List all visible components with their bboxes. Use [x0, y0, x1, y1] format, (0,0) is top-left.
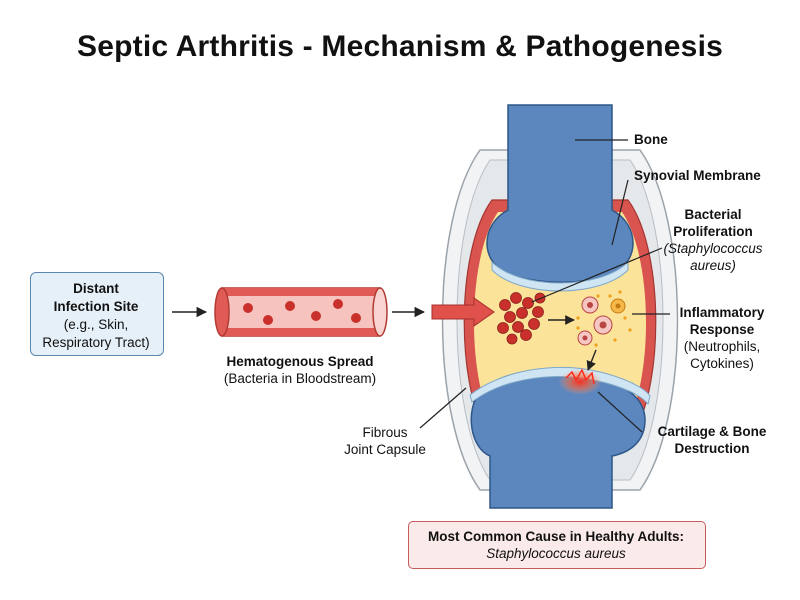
bacteria-entry-arrow	[431, 297, 495, 327]
infection-line-3: (e.g., Skin,	[63, 317, 129, 332]
damage-mark-icon	[565, 368, 595, 385]
leader-bacterial	[531, 247, 663, 303]
infection-line-2: Infection Site	[53, 299, 139, 314]
infection-line-4: Respiratory Tract)	[42, 335, 150, 350]
blood-vessel	[214, 287, 388, 337]
cartilage-line-2: Destruction	[674, 441, 750, 456]
neutrophils	[577, 296, 626, 346]
capsule-line-1: Fibrous	[362, 425, 408, 440]
bacterial-line-4: aureus)	[690, 258, 736, 273]
inflam-line-1: Inflammatory	[679, 305, 765, 320]
leader-cartilage	[597, 391, 643, 433]
inflam-line-3: (Neutrophils,	[683, 339, 761, 354]
cartilage-destruction-label: Cartilage & Bone Destruction	[642, 423, 782, 457]
infection-line-1: Distant	[73, 281, 119, 296]
infection-site-box	[30, 272, 164, 356]
cartilage-line-1: Cartilage & Bone	[657, 424, 767, 439]
hematogenous-spread-label: Hematogenous Spread (Bacteria in Bloodst…	[210, 353, 390, 387]
leader-capsule	[419, 387, 467, 429]
lower-bone	[469, 367, 651, 509]
capsule-label: Fibrous Joint Capsule	[330, 424, 440, 458]
bacterial-line-2: Proliferation	[673, 224, 753, 239]
upper-bone	[486, 104, 634, 292]
infection-site-label: Distant Infection Site (e.g., Skin, Resp…	[30, 280, 162, 352]
leader-synovial	[611, 179, 629, 246]
common-cause-text: Most Common Cause in Healthy Adults: Sta…	[408, 528, 704, 562]
inflam-line-4: Cytokines)	[690, 356, 754, 371]
bacterial-line-1: Bacterial	[684, 207, 742, 222]
bacterial-cluster	[497, 292, 546, 345]
spread-sub: (Bacteria in Bloodstream)	[223, 371, 377, 386]
spread-title: Hematogenous Spread	[226, 354, 374, 369]
common-cause-heading: Most Common Cause in Healthy Adults:	[427, 529, 685, 544]
capsule-line-2: Joint Capsule	[344, 442, 426, 457]
bacterial-proliferation-label: Bacterial Proliferation (Staphylococcus …	[648, 206, 778, 274]
synovial-membrane-label: Synovial Membrane	[634, 168, 761, 183]
cytokine-dots	[576, 290, 632, 347]
bacterial-line-3: (Staphylococcus	[663, 241, 763, 256]
common-cause-box	[408, 521, 706, 569]
arrow-to-destruction	[586, 349, 597, 371]
bone-label: Bone	[634, 132, 668, 147]
common-cause-organism: Staphylococcus aureus	[486, 546, 626, 561]
inflammatory-response-label: Inflammatory Response (Neutrophils, Cyto…	[662, 304, 782, 372]
inflam-line-2: Response	[689, 322, 755, 337]
page-title: Septic Arthritis - Mechanism & Pathogene…	[77, 30, 723, 63]
